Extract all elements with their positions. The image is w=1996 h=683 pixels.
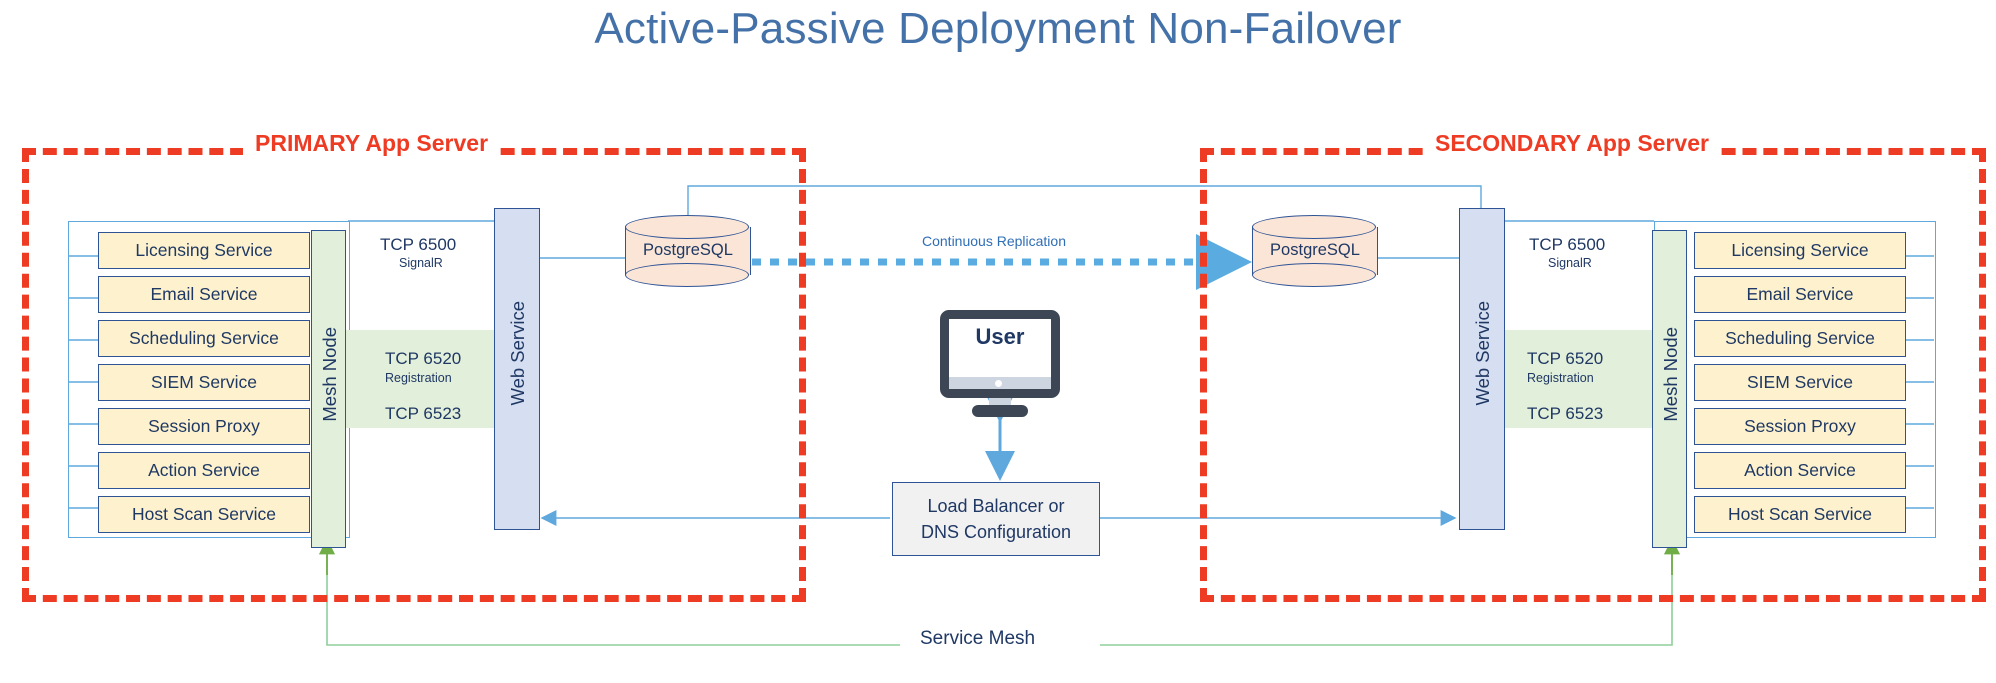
monitor-base [972, 405, 1028, 417]
secondary-web-service[interactable]: Web Service [1459, 208, 1505, 530]
secondary-registration-band [1480, 330, 1662, 428]
primary-signalr-port: TCP 6500 [380, 235, 457, 254]
service-box[interactable]: Email Service [1694, 276, 1906, 313]
service-box[interactable]: Action Service [98, 452, 310, 489]
secondary-database-label: PostgreSQL [1270, 241, 1360, 259]
service-box[interactable]: Email Service [98, 276, 310, 313]
secondary-service-list: Licensing Service Email Service Scheduli… [1694, 232, 1906, 540]
primary-web-service[interactable]: Web Service [494, 208, 540, 530]
secondary-web-service-label: Web Service [1472, 301, 1493, 406]
service-box[interactable]: Scheduling Service [98, 320, 310, 357]
service-box[interactable]: Licensing Service [98, 232, 310, 269]
secondary-registration-port: TCP 6520 [1527, 349, 1604, 368]
service-box[interactable]: Host Scan Service [1694, 496, 1906, 533]
monitor-indicator-dot [995, 380, 1002, 387]
load-balancer-box[interactable]: Load Balancer or DNS Configuration [892, 482, 1100, 556]
service-box[interactable]: Session Proxy [1694, 408, 1906, 445]
user-label: User [975, 324, 1025, 349]
page-title: Active-Passive Deployment Non-Failover [594, 4, 1402, 53]
secondary-signalr-sub: SignalR [1548, 256, 1592, 270]
user-monitor-icon: User [940, 310, 1060, 417]
secondary-signalr-port: TCP 6500 [1529, 235, 1606, 254]
service-box[interactable]: Licensing Service [1694, 232, 1906, 269]
db-bottom-ellipse [1252, 263, 1376, 287]
primary-service-list: Licensing Service Email Service Scheduli… [98, 232, 310, 540]
load-balancer-line1: Load Balancer or [927, 495, 1065, 516]
db-top-ellipse [1252, 215, 1376, 239]
monitor-neck [989, 398, 1011, 408]
service-box[interactable]: SIEM Service [1694, 364, 1906, 401]
primary-registration-port: TCP 6520 [385, 349, 462, 368]
secondary-mesh-node-label: Mesh Node [1660, 327, 1681, 422]
primary-database-label: PostgreSQL [643, 241, 733, 259]
service-box[interactable]: Scheduling Service [1694, 320, 1906, 357]
service-box[interactable]: Host Scan Service [98, 496, 310, 533]
primary-web-service-label: Web Service [507, 301, 528, 406]
service-box[interactable]: Session Proxy [98, 408, 310, 445]
primary-registration-band [330, 330, 512, 428]
primary-secondary-port: TCP 6523 [385, 404, 462, 423]
secondary-registration-sub: Registration [1527, 371, 1594, 385]
primary-registration-sub: Registration [385, 371, 452, 385]
secondary-mesh-node[interactable]: Mesh Node [1652, 230, 1687, 548]
replication-label: Continuous Replication [922, 233, 1066, 249]
primary-mesh-node[interactable]: Mesh Node [311, 230, 346, 548]
primary-server-label: PRIMARY App Server [243, 130, 501, 157]
primary-database[interactable]: PostgreSQL [625, 215, 751, 287]
primary-mesh-node-label: Mesh Node [319, 327, 340, 422]
db-bottom-ellipse [625, 263, 749, 287]
db-top-ellipse [625, 215, 749, 239]
service-mesh-label: Service Mesh [908, 628, 1048, 650]
secondary-secondary-port: TCP 6523 [1527, 404, 1604, 423]
load-balancer-line2: DNS Configuration [920, 522, 1072, 542]
primary-signalr-sub: SignalR [399, 256, 443, 270]
service-box[interactable]: Action Service [1694, 452, 1906, 489]
service-box[interactable]: SIEM Service [98, 364, 310, 401]
secondary-database[interactable]: PostgreSQL [1252, 215, 1378, 287]
secondary-server-label: SECONDARY App Server [1423, 130, 1721, 157]
